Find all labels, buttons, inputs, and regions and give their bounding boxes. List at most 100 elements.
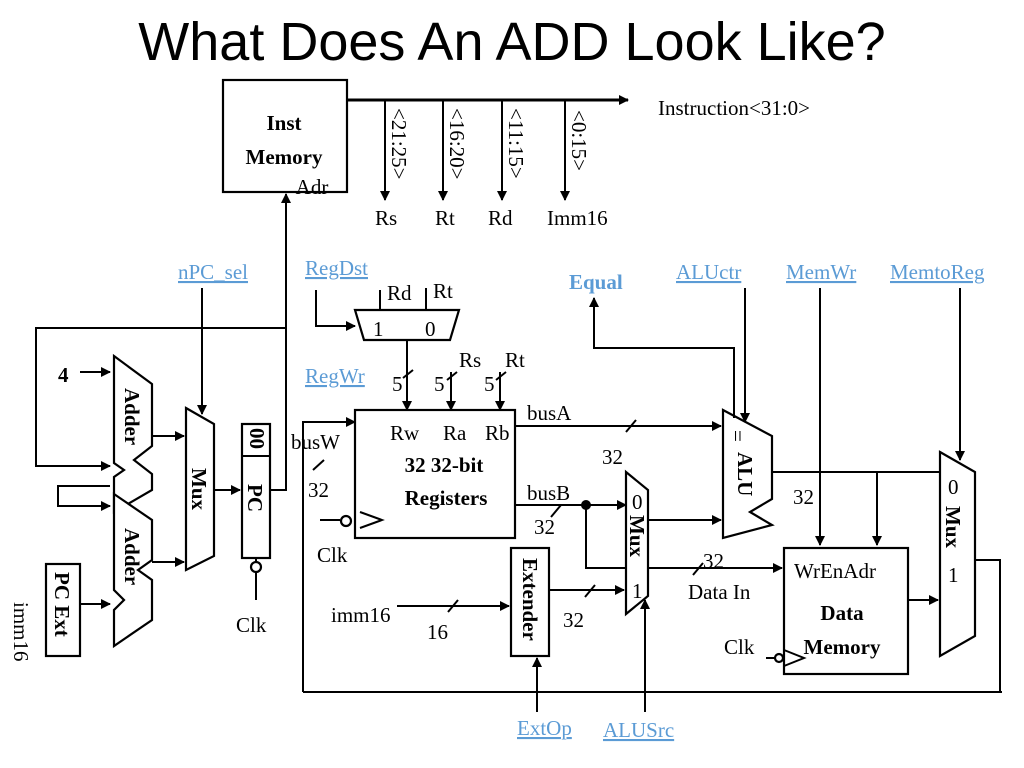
control-memtoreg: MemtoReg <box>890 260 985 284</box>
control-npc-sel: nPC_sel <box>178 260 248 284</box>
reg-port-ra: Ra <box>443 421 467 445</box>
alu-equal-mark: = <box>726 430 750 442</box>
control-memwr: MemWr <box>786 260 856 284</box>
busb-width: 32 <box>534 515 555 539</box>
rb-rt-label: Rt <box>505 348 525 372</box>
ra-width: 5 <box>434 372 445 396</box>
regdst-select-wire <box>315 290 356 331</box>
ra-rs-label: Rs <box>459 348 481 372</box>
pc-clk-label: Clk <box>236 613 267 637</box>
register-clk-bubble <box>339 514 353 528</box>
busw-label: busW <box>291 430 340 454</box>
data-in-width: 32 <box>703 549 724 573</box>
alusrc-in1: 1 <box>632 579 643 603</box>
field-rd-bits: <11:15> <box>504 108 528 179</box>
register-clock-triangle <box>359 511 385 529</box>
alusrc-mux <box>624 469 650 617</box>
memtoreg-in0: 0 <box>948 475 959 499</box>
constant-four: 4 <box>58 363 69 387</box>
busw-width: 32 <box>308 478 329 502</box>
pc-ext-label: PC Ext <box>50 572 74 637</box>
control-regdst: RegDst <box>305 256 368 280</box>
regdst-sel0: 0 <box>425 317 436 341</box>
slide-title: What Does An ADD Look Like? <box>138 12 886 72</box>
field-rs: <21:25> Rs <box>375 100 411 230</box>
field-imm16: <0:15> Imm16 <box>547 100 608 230</box>
pc-mux <box>184 406 216 572</box>
adder-top <box>112 353 154 514</box>
regdst-sel1: 1 <box>373 317 384 341</box>
data-in-width-tick <box>692 562 704 576</box>
extender-label: Extender <box>518 558 542 641</box>
alu-out-width: 32 <box>793 485 814 509</box>
pc-ext-box <box>44 562 82 658</box>
rw-width-tick <box>402 369 414 379</box>
busw-width-tick <box>312 459 325 471</box>
field-rt-name: Rt <box>435 206 455 230</box>
registers-label-2: Registers <box>405 486 488 510</box>
extender-width-tick <box>584 584 596 598</box>
imm16-width-tick <box>447 599 459 613</box>
adder-bottom <box>112 491 154 649</box>
signal-equal: Equal <box>569 270 623 294</box>
data-memory-clk-bubble <box>773 652 785 664</box>
writeback-riser <box>975 559 1001 692</box>
busw-wire <box>302 417 356 692</box>
alu-shape <box>721 408 775 540</box>
inst-memory-label-2: Memory <box>246 145 323 169</box>
inst-memory-label-1: Inst <box>266 111 301 135</box>
inst-memory-box <box>221 78 349 194</box>
pc-mux-label: Mux <box>187 468 211 511</box>
field-rt: <16:20> Rt <box>435 100 469 230</box>
equal-wire <box>589 297 735 418</box>
data-memory-ports: WrEnAdr <box>794 559 876 583</box>
control-regwr: RegWr <box>305 364 365 388</box>
pc-register <box>240 422 272 560</box>
alusrc-mux-label: Mux <box>625 515 649 558</box>
regdst-mux <box>353 308 461 342</box>
pc-register-label: PC <box>243 484 267 512</box>
field-rs-bits: <21:25> <box>387 108 411 180</box>
alusrc-in0: 0 <box>632 490 643 514</box>
pc-clk-bubble <box>249 560 263 574</box>
field-rd: <11:15> Rd <box>488 100 528 230</box>
imm16-label: imm16 <box>331 603 391 627</box>
control-alusrc: ALUSrc <box>603 718 674 742</box>
rb-width-tick <box>495 371 507 381</box>
field-rt-bits: <16:20> <box>445 108 469 180</box>
regdst-rt-label: Rt <box>433 279 453 303</box>
field-rs-name: Rs <box>375 206 397 230</box>
pc-feedback-wire <box>35 327 287 491</box>
registers-label-1: 32 32-bit <box>405 453 484 477</box>
adder-bottom-label: Adder <box>120 528 144 585</box>
imm16-width: 16 <box>427 620 448 644</box>
inst-memory-adr-label: Adr <box>296 175 329 199</box>
extender-box <box>509 546 551 658</box>
busb-label: busB <box>527 481 570 505</box>
memtoreg-in1: 1 <box>948 563 959 587</box>
data-memory-label-2: Memory <box>804 635 881 659</box>
field-imm16-bits: <0:15> <box>567 110 591 171</box>
memtoreg-mux-label: Mux <box>941 506 965 549</box>
busa-width: 32 <box>602 445 623 469</box>
alu-label: ALU <box>733 452 757 496</box>
data-in-wire <box>585 505 783 573</box>
register-clk-label: Clk <box>317 543 348 567</box>
busa-label: busA <box>527 401 572 425</box>
ra-width-tick <box>446 371 458 381</box>
rw-width: 5 <box>392 372 403 396</box>
adder-top-label: Adder <box>120 388 144 445</box>
instruction-bus-label: Instruction<31:0> <box>658 96 810 120</box>
data-memory-clock-triangle <box>783 649 807 667</box>
reg-port-rw: Rw <box>390 421 420 445</box>
busa-width-tick <box>625 419 637 433</box>
rb-width: 5 <box>484 372 495 396</box>
data-in-label: Data In <box>688 580 751 604</box>
pc-bits-label: 00 <box>245 428 269 449</box>
pc-imm16-label: imm16 <box>9 602 33 662</box>
data-memory-box <box>782 546 910 676</box>
control-extop: ExtOp <box>517 716 572 740</box>
adder-link-wire <box>57 485 110 507</box>
data-memory-label-1: Data <box>820 601 864 625</box>
